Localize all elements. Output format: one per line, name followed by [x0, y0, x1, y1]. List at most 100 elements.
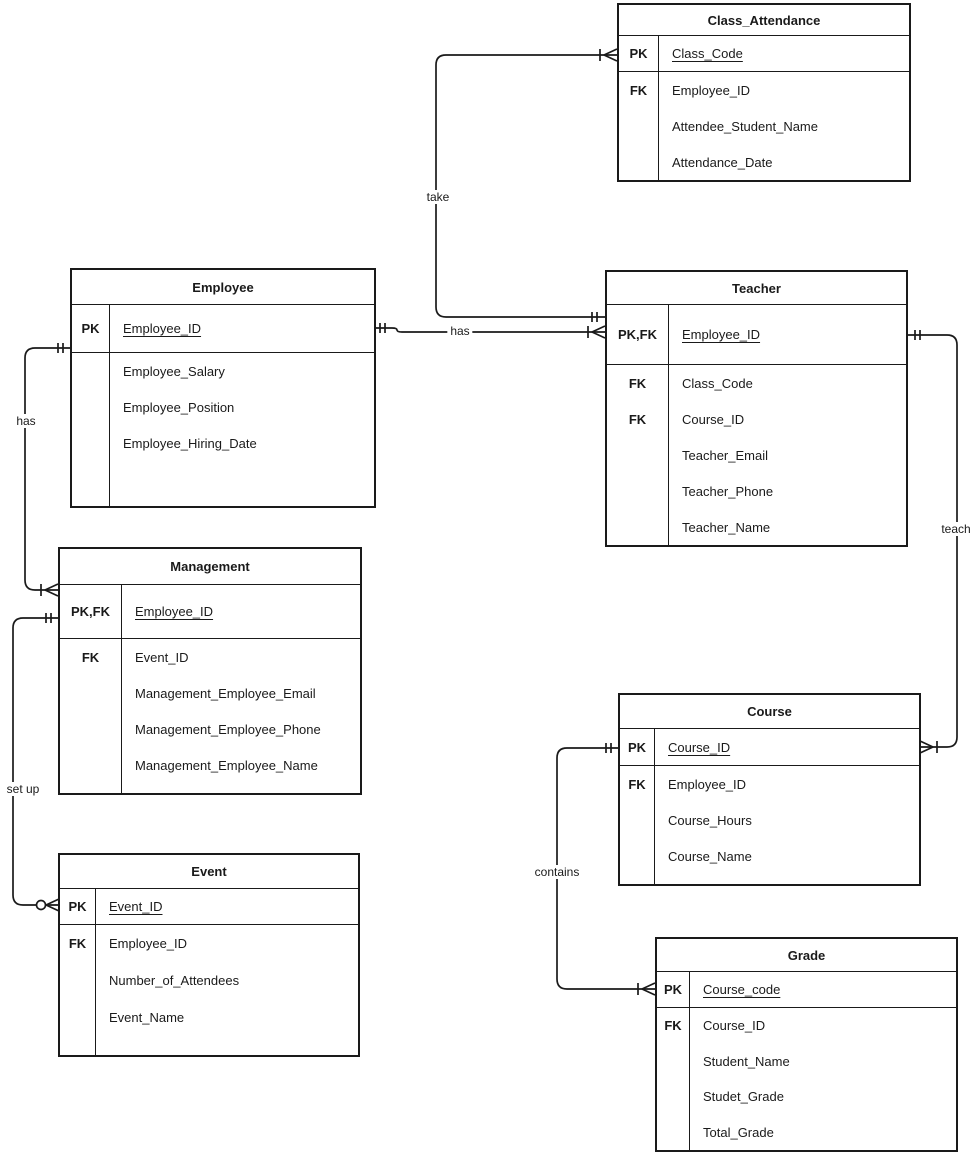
one-and-only-one-icon: [57, 343, 64, 353]
relationship-label-teach: teach: [938, 522, 974, 536]
attribute-row: FK Employee_ID: [619, 72, 909, 108]
attribute-cell: Studet_Grade: [703, 1089, 784, 1105]
entity-title: Grade: [657, 939, 956, 972]
relationship-label-has-management: has: [13, 414, 39, 428]
attribute-row: Course_Name: [620, 838, 919, 874]
one-and-only-one-icon: [591, 312, 598, 322]
attribute-row: Course_Hours: [620, 802, 919, 838]
attribute-row: Attendee_Student_Name: [619, 108, 909, 144]
key-cell: [607, 437, 669, 473]
filler-row: [60, 783, 360, 793]
key-cell: [60, 999, 96, 1036]
attribute-cell: Course_ID: [682, 411, 745, 427]
entity-course[interactable]: Course PK Course_ID FK Employee_ID Cours…: [618, 693, 921, 886]
relationship-label-set-up: set up: [3, 782, 43, 796]
attribute-row: PK Employee_ID: [72, 305, 374, 353]
attribute-row: FK Employee_ID: [60, 925, 358, 962]
attribute-cell: Teacher_Name: [682, 519, 771, 535]
attribute-cell: Event_Name: [109, 1010, 185, 1025]
attribute-cell: Course_ID: [703, 1018, 766, 1034]
attribute-cell: Employee_ID: [682, 327, 761, 342]
attribute-cell: Number_of_Attendees: [109, 973, 240, 988]
attribute-row: Teacher_Phone: [607, 473, 906, 509]
attribute-row: FK Course_ID: [607, 401, 906, 437]
attribute-row: Employee_Hiring_Date: [72, 425, 374, 461]
attribute-cell: Total_Grade: [703, 1124, 774, 1140]
zero-circle-icon: [35, 899, 47, 911]
attribute-cell: Employee_ID: [672, 82, 751, 98]
attribute-row: PK Class_Code: [619, 36, 909, 72]
attribute-row: Studet_Grade: [657, 1079, 956, 1115]
attribute-cell: Attendance_Date: [672, 154, 773, 170]
attribute-row: Event_Name: [60, 999, 358, 1036]
key-cell: FK: [657, 1008, 690, 1044]
crow-foot-one-or-many-icon: [637, 982, 656, 996]
key-cell: PK: [60, 889, 96, 924]
key-cell: [619, 144, 659, 180]
one-and-only-one-icon: [914, 330, 921, 340]
attribute-row: Management_Employee_Name: [60, 747, 360, 783]
attribute-cell: Teacher_Email: [682, 447, 768, 463]
key-cell: PK,FK: [60, 585, 122, 638]
attribute-row: PK Event_ID: [60, 889, 358, 925]
attribute-cell: Employee_Hiring_Date: [123, 435, 257, 451]
attribute-cell: Employee_ID: [123, 321, 202, 336]
key-cell: FK: [607, 401, 669, 437]
attribute-cell: Management_Employee_Name: [135, 757, 318, 773]
attribute-cell: Class_Code: [682, 375, 753, 391]
entity-title: Management: [60, 549, 360, 585]
relationship-teach-line: [908, 330, 958, 754]
key-cell: [72, 353, 110, 389]
entity-title: Teacher: [607, 272, 906, 305]
relationship-label-contains: contains: [531, 865, 583, 879]
attribute-row: Employee_Position: [72, 389, 374, 425]
entity-employee[interactable]: Employee PK Employee_ID Employee_Salary …: [70, 268, 376, 508]
attribute-cell: Management_Employee_Phone: [135, 721, 321, 737]
entity-teacher[interactable]: Teacher PK,FK Employee_ID FK Class_Code …: [605, 270, 908, 547]
attribute-cell: Management_Employee_Email: [135, 685, 316, 701]
key-cell: PK: [72, 305, 110, 352]
key-cell: [60, 675, 122, 711]
relationship-label-has-teacher: has: [447, 324, 473, 338]
attribute-cell: Course_ID: [668, 739, 731, 755]
crow-foot-one-or-many-icon: [919, 740, 938, 754]
key-cell: [657, 1079, 690, 1115]
attribute-row: FK Event_ID: [60, 639, 360, 675]
key-cell: FK: [60, 639, 122, 675]
attribute-row: Management_Employee_Phone: [60, 711, 360, 747]
crow-foot-one-or-many-icon: [40, 583, 59, 597]
entity-class-attendance[interactable]: Class_Attendance PK Class_Code FK Employ…: [617, 3, 911, 182]
attribute-cell: Employee_ID: [109, 936, 188, 951]
entity-title: Course: [620, 695, 919, 729]
key-cell: FK: [619, 72, 659, 108]
key-cell: FK: [620, 766, 655, 802]
key-cell: [72, 425, 110, 461]
attribute-row: Employee_Salary: [72, 353, 374, 389]
key-cell: FK: [60, 925, 96, 962]
attribute-cell: Attendee_Student_Name: [672, 118, 818, 134]
entity-title: Event: [60, 855, 358, 889]
key-cell: [619, 108, 659, 144]
attribute-row: Student_Name: [657, 1043, 956, 1079]
attribute-row: Management_Employee_Email: [60, 675, 360, 711]
attribute-row: PK Course_ID: [620, 729, 919, 766]
relationship-label-take: take: [423, 190, 453, 204]
key-cell: PK,FK: [607, 305, 669, 364]
filler-row: [72, 461, 374, 506]
key-cell: PK: [620, 729, 655, 765]
one-and-only-one-icon: [379, 323, 386, 333]
attribute-cell: Employee_Position: [123, 399, 235, 415]
attribute-row: FK Employee_ID: [620, 766, 919, 802]
attribute-cell: Student_Name: [703, 1053, 790, 1069]
attribute-cell: Event_ID: [135, 649, 189, 665]
attribute-cell: Class_Code: [672, 46, 743, 61]
entity-management[interactable]: Management PK,FK Employee_ID FK Event_ID…: [58, 547, 362, 795]
key-cell: [607, 509, 669, 545]
attribute-row: PK Course_code: [657, 972, 956, 1008]
key-cell: [72, 389, 110, 425]
entity-grade[interactable]: Grade PK Course_code FK Course_ID Studen…: [655, 937, 958, 1152]
entity-event[interactable]: Event PK Event_ID FK Employee_ID Number_…: [58, 853, 360, 1057]
relationship-has-teacher-line: [375, 323, 606, 339]
attribute-cell: Employee_ID: [135, 604, 214, 619]
